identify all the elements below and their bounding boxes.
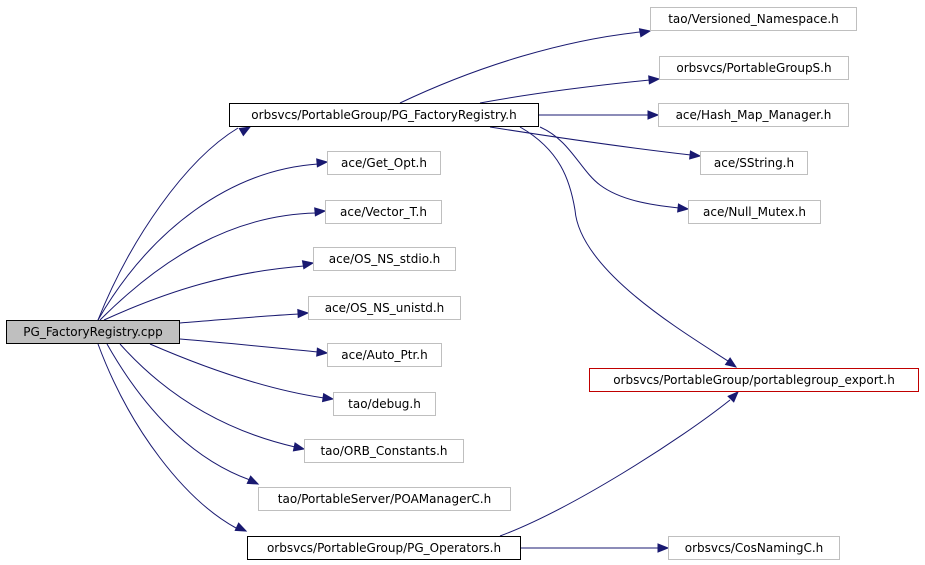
node-pg-factory-registry-cpp[interactable]: PG_FactoryRegistry.cpp xyxy=(6,320,180,344)
arrowhead-pgfr-to-vns xyxy=(638,28,652,38)
edge-root-to-pgops xyxy=(97,343,237,529)
node-portablegroup-export-h[interactable]: orbsvcs/PortableGroup/portablegroup_expo… xyxy=(589,368,919,392)
arrowhead-root-to-poam xyxy=(246,475,260,485)
edge-pgfr-to-pgs xyxy=(479,79,651,104)
arrowhead-root-to-pgfr xyxy=(238,126,252,137)
arrowhead-pgfr-to-sstr xyxy=(689,150,702,160)
arrowhead-root-to-debug xyxy=(321,392,335,403)
arrowhead-pgfr-to-nmutex xyxy=(677,203,690,213)
arrowhead-root-to-pgops xyxy=(234,522,248,532)
node-auto-ptr-h[interactable]: ace/Auto_Ptr.h xyxy=(327,343,442,367)
node-get-opt-h[interactable]: ace/Get_Opt.h xyxy=(327,151,441,175)
edge-root-to-unistd xyxy=(179,313,300,324)
arrowhead-root-to-orbc xyxy=(292,442,306,452)
edge-root-to-poam xyxy=(106,343,251,481)
node-portable-group-s-h[interactable]: orbsvcs/PortableGroupS.h xyxy=(659,56,849,80)
node-debug-h[interactable]: tao/debug.h xyxy=(333,392,436,416)
arrowhead-pgfr-to-hmm xyxy=(647,110,660,120)
edge-root-to-vector xyxy=(99,212,317,321)
edge-pgfr-to-sstr xyxy=(489,126,692,156)
edge-root-to-orbc xyxy=(119,343,296,448)
edge-pgfr-to-nmutex xyxy=(539,126,680,209)
arrowhead-pgops-to-pgexp xyxy=(727,391,739,403)
edge-pgfr-to-vns xyxy=(399,31,641,104)
arrowhead-pgfr-to-pgexp xyxy=(724,357,738,368)
edge-pgops-to-pgexp xyxy=(499,399,731,537)
node-sstring-h[interactable]: ace/SString.h xyxy=(700,151,808,175)
arrowhead-root-to-unistd xyxy=(297,308,310,319)
edge-root-to-pgfr xyxy=(97,127,239,321)
edge-root-to-autoptr xyxy=(179,338,319,353)
arrowhead-pgfr-to-pgs xyxy=(648,75,661,85)
arrowhead-pgops-to-cosn xyxy=(657,543,670,553)
edge-root-to-stdio xyxy=(103,265,305,321)
arrowhead-root-to-stdio xyxy=(301,260,315,270)
node-poa-manager-c-h[interactable]: tao/PortableServer/POAManagerC.h xyxy=(258,487,511,511)
node-cos-naming-c-h[interactable]: orbsvcs/CosNamingC.h xyxy=(668,536,840,560)
node-vector-t-h[interactable]: ace/Vector_T.h xyxy=(325,200,442,224)
node-os-ns-stdio-h[interactable]: ace/OS_NS_stdio.h xyxy=(313,247,456,271)
edge-pgfr-to-pgexp xyxy=(519,126,729,362)
edge-root-to-getopt xyxy=(97,163,319,321)
arrowhead-root-to-autoptr xyxy=(316,347,329,357)
node-pg-operators-h[interactable]: orbsvcs/PortableGroup/PG_Operators.h xyxy=(247,536,521,560)
edge-root-to-debug xyxy=(149,343,325,399)
node-os-ns-unistd-h[interactable]: ace/OS_NS_unistd.h xyxy=(308,296,461,320)
node-versioned-namespace-h[interactable]: tao/Versioned_Namespace.h xyxy=(650,7,857,31)
node-hash-map-manager-h[interactable]: ace/Hash_Map_Manager.h xyxy=(658,103,849,127)
node-pg-factory-registry-h[interactable]: orbsvcs/PortableGroup/PG_FactoryRegistry… xyxy=(229,103,539,127)
node-null-mutex-h[interactable]: ace/Null_Mutex.h xyxy=(688,200,821,224)
node-orb-constants-h[interactable]: tao/ORB_Constants.h xyxy=(304,439,464,463)
arrowhead-root-to-getopt xyxy=(316,158,329,168)
arrowhead-root-to-vector xyxy=(314,207,327,217)
